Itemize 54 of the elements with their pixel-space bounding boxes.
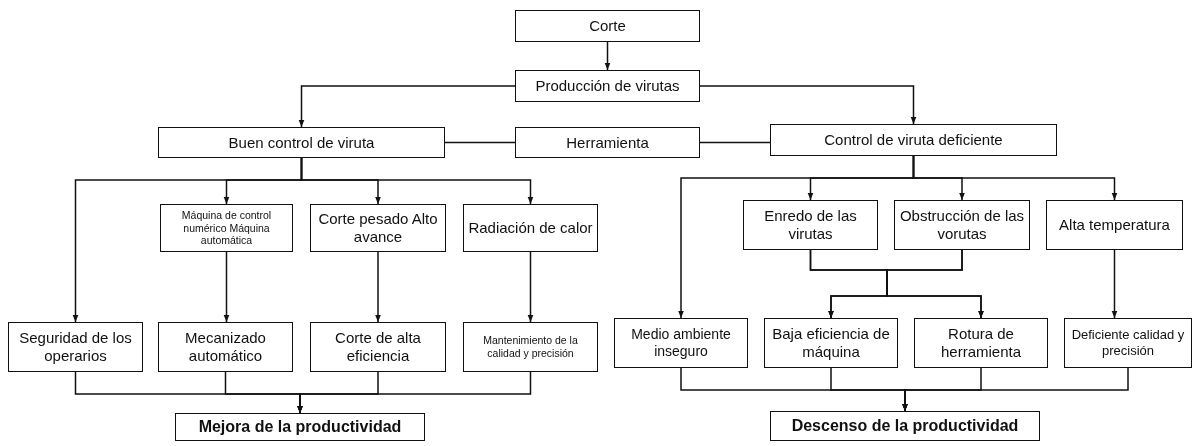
box-text: Corte pesado Alto avance (317, 210, 439, 246)
process-box (1046, 200, 1183, 250)
box-text: Descenso de la productividad (791, 416, 1019, 436)
box-text: Deficiente calidad y precisión (1070, 327, 1186, 359)
process-box (894, 200, 1030, 250)
process-box (310, 204, 446, 252)
box-text: Mecanizado automático (184, 329, 267, 365)
connector-arrow (527, 251, 534, 323)
process-box (515, 127, 700, 158)
connector-arrow (375, 251, 381, 323)
box-text: Máquina de control numérico Máquina automática (180, 209, 273, 247)
process-box (463, 322, 598, 372)
box-text: Seguridad de los operarios (18, 329, 133, 365)
process-box (158, 322, 293, 372)
process-box (515, 70, 700, 102)
box-text: Producción de virutas (535, 77, 680, 95)
box-text: Obstrucción de las vorutas (899, 207, 1025, 243)
box-text: Control de viruta deficiente (824, 131, 1003, 149)
process-box (515, 10, 700, 42)
box-text: Alta temperatura (1059, 216, 1170, 234)
box-text: Corte (589, 17, 626, 35)
connector-arrow (886, 249, 984, 319)
box-text: Buen control de viruta (228, 133, 375, 152)
box-text: Enredo de las virutas (763, 207, 858, 243)
connector-arrow (298, 85, 516, 128)
process-box (310, 322, 446, 372)
connector-arrow (1111, 249, 1118, 319)
process-box (160, 204, 293, 252)
result-box (175, 413, 425, 441)
box-text: Rotura de herramienta (939, 325, 1022, 361)
process-box (914, 318, 1048, 368)
process-box (1064, 318, 1192, 368)
process-box (770, 124, 1057, 156)
connector-arrow (223, 251, 230, 323)
connector-arrow (300, 157, 534, 205)
box-text: Medio ambiente inseguro (630, 326, 732, 360)
process-box (614, 318, 748, 368)
box-text: Corte de alta eficiencia (334, 329, 422, 365)
box-text: Mantenimiento de la calidad y precisión (482, 334, 579, 360)
result-box (770, 411, 1040, 441)
process-box (158, 127, 445, 158)
process-box (743, 200, 878, 250)
box-text: Herramienta (566, 133, 649, 152)
process-box (764, 318, 898, 368)
connector-arrow (604, 41, 611, 71)
box-text: Baja eficiencia de máquina (771, 325, 891, 361)
process-box (463, 204, 598, 252)
connector-arrow (297, 371, 532, 414)
box-text: Mejora de la productividad (198, 417, 402, 437)
process-box (8, 322, 143, 372)
connector-arrow (902, 367, 1129, 412)
box-text: Radiación de calor (468, 219, 593, 237)
connector-arrow (912, 155, 1118, 201)
connector-arrow (699, 85, 917, 125)
